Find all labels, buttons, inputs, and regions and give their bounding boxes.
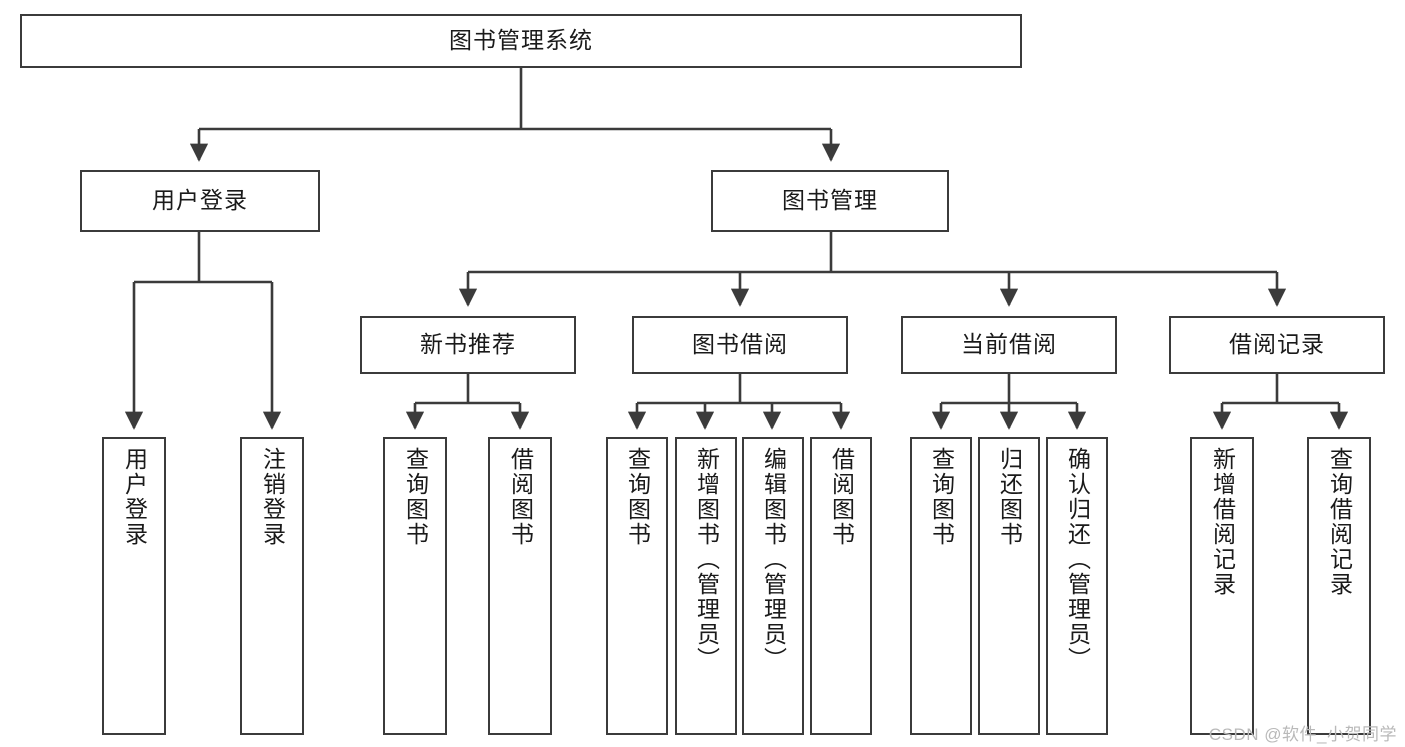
leaf-return-book[interactable]: 归还图书	[978, 437, 1040, 735]
node-label: 用户登录	[121, 447, 148, 547]
node-label: 确认归还（管理员）	[1064, 447, 1091, 672]
node-current-borrow[interactable]: 当前借阅	[901, 316, 1117, 374]
node-borrow-record[interactable]: 借阅记录	[1169, 316, 1385, 374]
leaf-borrow-book-recommend[interactable]: 借阅图书	[488, 437, 552, 735]
leaf-add-borrow-record[interactable]: 新增借阅记录	[1190, 437, 1254, 735]
node-label: 借阅图书	[507, 447, 534, 547]
leaf-logout-login[interactable]: 注销登录	[240, 437, 304, 735]
node-label: 查询借阅记录	[1326, 447, 1353, 597]
node-label: 查询图书	[928, 447, 955, 547]
node-label: 归还图书	[996, 447, 1023, 547]
csdn-watermark: CSDN @软件_小贺同学	[1208, 725, 1397, 744]
leaf-query-borrow-record[interactable]: 查询借阅记录	[1307, 437, 1371, 735]
leaf-add-book-admin[interactable]: 新增图书（管理员）	[675, 437, 737, 735]
node-user-login[interactable]: 用户登录	[80, 170, 320, 232]
node-book-management[interactable]: 图书管理	[711, 170, 949, 232]
node-label: 查询图书	[402, 447, 429, 547]
node-book-borrow[interactable]: 图书借阅	[632, 316, 848, 374]
node-label: 新增图书（管理员）	[693, 447, 720, 672]
node-label: 当前借阅	[961, 331, 1057, 358]
node-label: 新书推荐	[420, 331, 516, 358]
leaf-query-book-borrow[interactable]: 查询图书	[606, 437, 668, 735]
node-label: 编辑图书（管理员）	[760, 447, 787, 672]
leaf-query-book-current[interactable]: 查询图书	[910, 437, 972, 735]
node-label: 查询图书	[624, 447, 651, 547]
node-label: 图书借阅	[692, 331, 788, 358]
leaf-query-book-recommend[interactable]: 查询图书	[383, 437, 447, 735]
node-new-book-recommend[interactable]: 新书推荐	[360, 316, 576, 374]
node-label: 图书管理	[782, 187, 878, 214]
node-label: 用户登录	[152, 187, 248, 214]
leaf-borrow-book[interactable]: 借阅图书	[810, 437, 872, 735]
leaf-edit-book-admin[interactable]: 编辑图书（管理员）	[742, 437, 804, 735]
leaf-user-login[interactable]: 用户登录	[102, 437, 166, 735]
node-root-system[interactable]: 图书管理系统	[20, 14, 1022, 68]
leaf-confirm-return-admin[interactable]: 确认归还（管理员）	[1046, 437, 1108, 735]
node-label: 新增借阅记录	[1209, 447, 1236, 597]
node-label: 借阅图书	[828, 447, 855, 547]
node-label: 借阅记录	[1229, 331, 1325, 358]
node-label: 图书管理系统	[449, 27, 593, 54]
node-label: 注销登录	[259, 447, 286, 547]
